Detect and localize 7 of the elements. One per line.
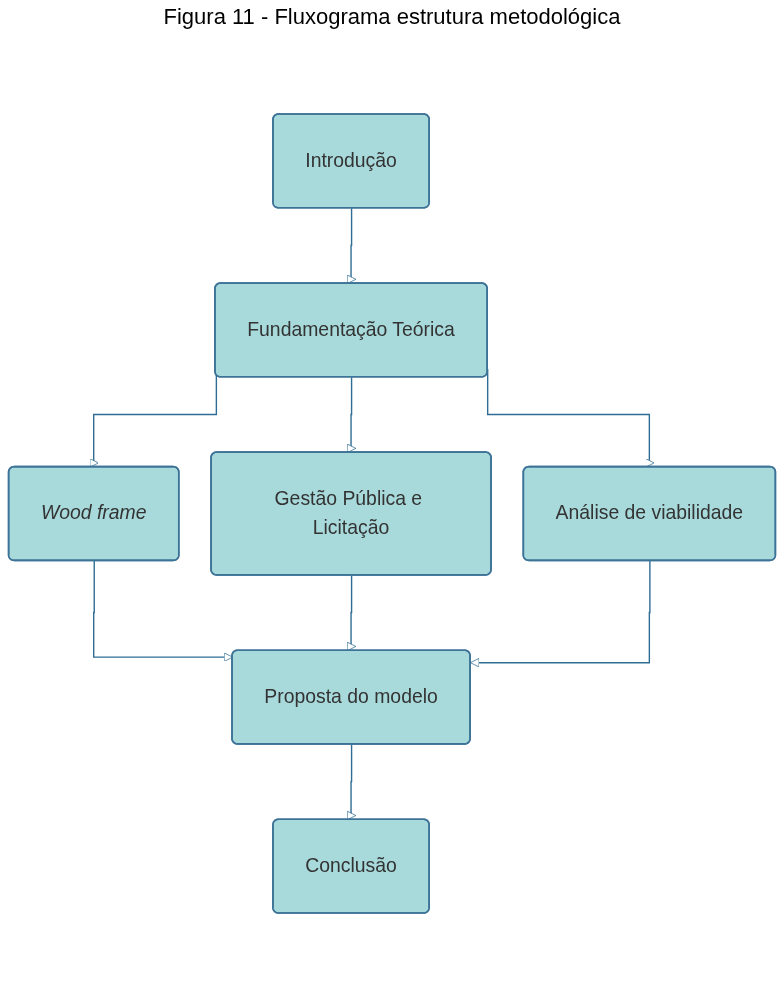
arrow [346, 743, 357, 821]
arrow [346, 376, 357, 454]
arrow [470, 560, 651, 668]
arrow [346, 574, 357, 652]
diagram-title: Figura 11 - Fluxograma estrutura metodológica [162, 4, 622, 30]
arrow [346, 207, 357, 285]
arrow [89, 374, 218, 468]
